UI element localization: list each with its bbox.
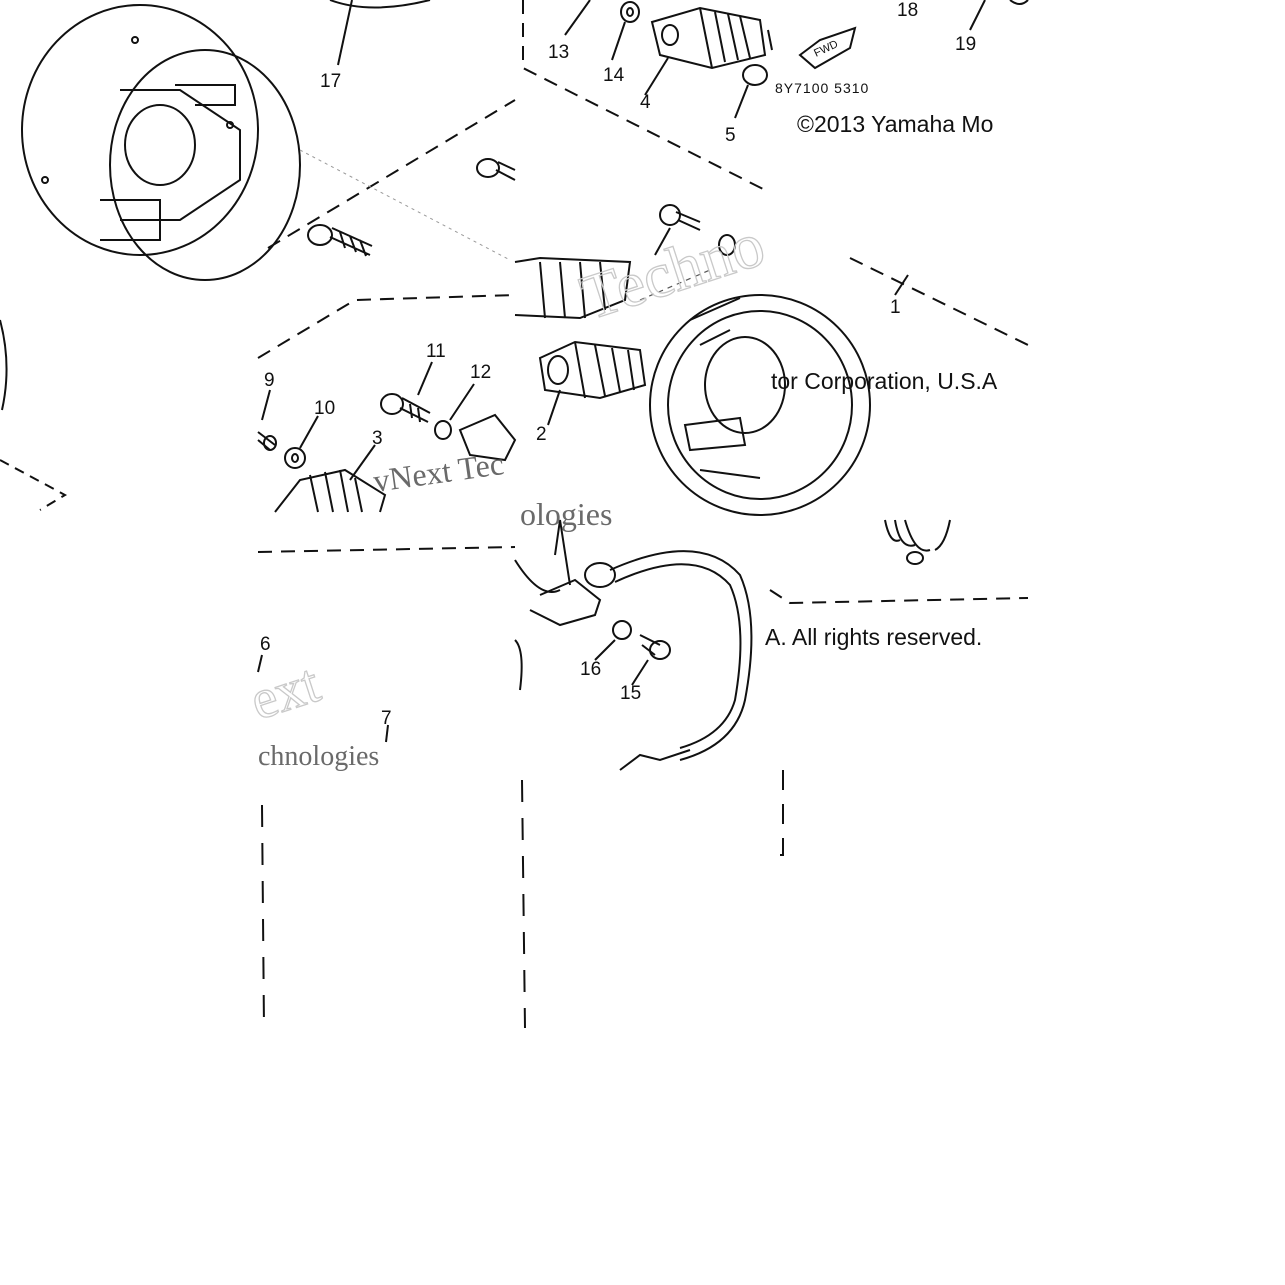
coil-3: [274, 468, 387, 513]
leader-6: [257, 654, 263, 673]
callout-16: 16: [580, 659, 601, 680]
washer-10: [284, 447, 306, 469]
leader-13: [564, 0, 591, 36]
callout-18: 18: [897, 0, 918, 21]
callout-15: 15: [620, 683, 641, 704]
dashed-boundary-mid: [257, 294, 516, 359]
screw-lower: [307, 224, 373, 257]
leader-9: [261, 389, 271, 421]
dashed-boundary-lower-left: [257, 546, 516, 553]
flywheel-rotor: [21, 4, 301, 281]
watermark-chnologies: chnologies: [258, 741, 379, 772]
dashed-bracket-right: [775, 770, 784, 856]
washer-14: [611, 1, 640, 61]
wire-harness: [514, 519, 753, 771]
screw-9: [257, 431, 277, 451]
callout-4: 4: [640, 92, 651, 113]
callout-19: 19: [955, 34, 976, 55]
copyright-middle: tor Corporation, U.S.A: [771, 368, 998, 394]
coil-upper: [514, 256, 632, 320]
spacer-5: [734, 64, 768, 119]
dashed-vertical-center: [521, 779, 526, 1029]
callout-9: 9: [264, 370, 275, 391]
watermark-ext: ext: [243, 652, 328, 732]
watermark-ologies: ologies: [520, 496, 612, 532]
dashed-boundary-top: [267, 99, 516, 249]
callout-14: 14: [603, 65, 625, 86]
washer-12: [434, 420, 452, 440]
callout-11: 11: [426, 341, 446, 362]
leader-11: [417, 361, 433, 396]
watermark-vnext: vNext Tec: [371, 445, 506, 499]
copyright-bottom: A. All rights reserved.: [765, 624, 982, 650]
leader-19: [969, 0, 986, 31]
washer-upper-center: [718, 234, 736, 256]
leader-3: [349, 444, 376, 481]
callout-10: 10: [314, 398, 335, 419]
callout-5: 5: [725, 125, 736, 146]
part-code: 8Y7100 5310: [775, 80, 869, 96]
screw-15: [631, 634, 671, 686]
dashed-vertical-left: [261, 804, 265, 1029]
callout-7: 7: [381, 708, 392, 729]
callout-2: 2: [536, 424, 547, 445]
leader-17: [337, 0, 353, 66]
dash-fragment: [0, 459, 68, 511]
callout-1: 1: [890, 297, 901, 318]
rotor-arc-fragment: [0, 319, 8, 411]
leader-12: [449, 383, 475, 421]
dashed-boundary-right: [849, 257, 1029, 346]
stator-base-plate: [649, 294, 871, 516]
screw-upper-center: [654, 204, 701, 256]
callout-17: 17: [320, 71, 341, 92]
coil-2: [538, 340, 647, 426]
fwd-arrow-mark: [798, 26, 857, 70]
leader-1: [894, 274, 909, 296]
screw-upper: [476, 158, 516, 181]
screw-11: [380, 393, 431, 423]
watermark-techno: Techno: [572, 208, 772, 333]
callout-12: 12: [470, 362, 491, 383]
wire-connectors-right: [884, 519, 951, 565]
callout-3: 3: [372, 428, 383, 449]
callout-6: 6: [260, 634, 271, 655]
coil-4: [644, 6, 767, 96]
leader-7: [385, 724, 389, 743]
copyright-top: ©2013 Yamaha Mo: [797, 111, 993, 137]
dashed-boundary-lower-right: [769, 589, 1029, 605]
leader-10: [299, 415, 319, 449]
callout-13: 13: [548, 42, 569, 63]
washer-16: [594, 620, 632, 661]
